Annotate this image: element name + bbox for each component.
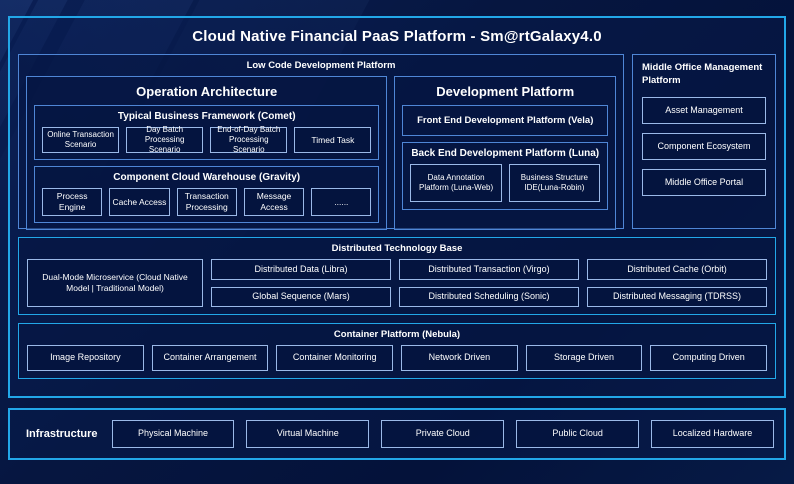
infrastructure-item-physical-machine[interactable]: Physical Machine bbox=[111, 420, 235, 448]
page-title: Cloud Native Financial PaaS Platform - S… bbox=[192, 28, 602, 45]
distributed-technology-base-title: Distributed Technology Base bbox=[331, 243, 463, 254]
dtb-item-distributed-scheduling[interactable]: Distributed Scheduling (Sonic) bbox=[399, 286, 579, 307]
operation-architecture-title: Operation Architecture bbox=[136, 84, 278, 99]
distributed-technology-base-panel: Distributed Technology Base Dual-Mode Mi… bbox=[18, 237, 776, 315]
infrastructure-frame: Infrastructure Physical Machine Virtual … bbox=[8, 408, 786, 460]
component-cloud-warehouse-title: Component Cloud Warehouse (Gravity) bbox=[113, 172, 301, 183]
back-end-item-business-structure-ide[interactable]: Business Structure IDE(Luna-Robin) bbox=[508, 164, 601, 202]
warehouse-item-more[interactable]: ...... bbox=[311, 188, 372, 216]
middle-office-title: Middle Office Management Platform bbox=[642, 62, 763, 86]
back-end-development-platform-panel: Back End Development Platform (Luna) Dat… bbox=[402, 142, 608, 210]
dtb-item-dual-mode-microservice[interactable]: Dual-Mode Microservice (Cloud Native Mod… bbox=[27, 259, 203, 307]
container-item-network-driven[interactable]: Network Driven bbox=[401, 345, 518, 371]
dtb-item-distributed-messaging[interactable]: Distributed Messaging (TDRSS) bbox=[587, 286, 767, 307]
front-end-development-platform-label: Front End Development Platform (Vela) bbox=[417, 115, 594, 126]
dtb-columns: Distributed Data (Libra) Global Sequence… bbox=[211, 259, 767, 307]
infrastructure-items: Physical Machine Virtual Machine Private… bbox=[111, 420, 774, 448]
development-platform-panel: Development Platform Front End Developme… bbox=[394, 76, 616, 230]
low-code-platform-title: Low Code Development Platform bbox=[246, 60, 396, 71]
container-platform-items: Image Repository Container Arrangement C… bbox=[19, 345, 775, 378]
top-region: Low Code Development Platform Operation … bbox=[18, 54, 776, 230]
warehouse-item-transaction-processing[interactable]: Transaction Processing bbox=[176, 188, 237, 216]
infrastructure-item-virtual-machine[interactable]: Virtual Machine bbox=[246, 420, 370, 448]
middle-office-item-asset-management[interactable]: Asset Management bbox=[642, 96, 766, 124]
component-cloud-warehouse-panel: Component Cloud Warehouse (Gravity) Proc… bbox=[34, 166, 380, 223]
typical-business-framework-items: Online Transaction Scenario Day Batch Pr… bbox=[35, 125, 378, 159]
container-platform-panel: Container Platform (Nebula) Image Reposi… bbox=[18, 323, 776, 379]
container-item-computing-driven[interactable]: Computing Driven bbox=[650, 345, 768, 371]
back-end-item-data-annotation-platform[interactable]: Data Annotation Platform (Luna-Web) bbox=[410, 164, 502, 202]
back-end-items: Data Annotation Platform (Luna-Web) Busi… bbox=[403, 164, 607, 209]
typical-business-framework-panel: Typical Business Framework (Comet) Onlin… bbox=[34, 105, 380, 160]
operation-architecture-panel: Operation Architecture Typical Business … bbox=[26, 76, 388, 230]
development-platform-title: Development Platform bbox=[436, 84, 575, 99]
middle-office-item-middle-office-portal[interactable]: Middle Office Portal bbox=[642, 168, 766, 196]
framework-item-online-transaction[interactable]: Online Transaction Scenario bbox=[42, 127, 120, 153]
infrastructure-item-private-cloud[interactable]: Private Cloud bbox=[381, 420, 505, 448]
container-item-container-arrangement[interactable]: Container Arrangement bbox=[151, 345, 269, 371]
infrastructure-item-localized-hardware[interactable]: Localized Hardware bbox=[651, 420, 774, 448]
container-platform-title: Container Platform (Nebula) bbox=[333, 329, 461, 340]
container-item-storage-driven[interactable]: Storage Driven bbox=[525, 345, 643, 371]
framework-item-timed-task[interactable]: Timed Task bbox=[294, 127, 372, 153]
framework-item-day-batch[interactable]: Day Batch Processing Scenario bbox=[126, 125, 204, 154]
framework-item-end-of-day-batch[interactable]: End-of-Day Batch Processing Scenario bbox=[210, 125, 288, 154]
infrastructure-item-public-cloud[interactable]: Public Cloud bbox=[516, 420, 640, 448]
warehouse-item-process-engine[interactable]: Process Engine bbox=[42, 188, 103, 216]
container-item-image-repository[interactable]: Image Repository bbox=[27, 345, 144, 371]
dtb-column-1: Distributed Data (Libra) Global Sequence… bbox=[211, 259, 391, 307]
back-end-development-platform-title: Back End Development Platform (Luna) bbox=[411, 148, 600, 159]
middle-office-item-component-ecosystem[interactable]: Component Ecosystem bbox=[642, 132, 766, 160]
container-item-container-monitoring[interactable]: Container Monitoring bbox=[276, 345, 394, 371]
typical-business-framework-title: Typical Business Framework (Comet) bbox=[117, 111, 296, 122]
dtb-featured-wrapper: Dual-Mode Microservice (Cloud Native Mod… bbox=[27, 259, 203, 307]
dtb-item-distributed-data[interactable]: Distributed Data (Libra) bbox=[211, 259, 391, 280]
dtb-item-global-sequence[interactable]: Global Sequence (Mars) bbox=[211, 286, 391, 307]
dtb-item-distributed-cache[interactable]: Distributed Cache (Orbit) bbox=[587, 259, 767, 280]
component-cloud-warehouse-items: Process Engine Cache Access Transaction … bbox=[35, 188, 378, 222]
front-end-development-platform-panel[interactable]: Front End Development Platform (Vela) bbox=[402, 105, 608, 136]
dtb-column-2: Distributed Transaction (Virgo) Distribu… bbox=[399, 259, 579, 307]
dtb-item-distributed-transaction[interactable]: Distributed Transaction (Virgo) bbox=[399, 259, 579, 280]
low-code-development-platform-panel: Low Code Development Platform Operation … bbox=[18, 54, 624, 230]
infrastructure-label: Infrastructure bbox=[26, 428, 98, 440]
middle-office-management-platform-panel: Middle Office Management Platform Asset … bbox=[632, 54, 776, 229]
platform-frame: Cloud Native Financial PaaS Platform - S… bbox=[8, 16, 786, 398]
dtb-column-3: Distributed Cache (Orbit) Distributed Me… bbox=[587, 259, 767, 307]
warehouse-item-message-access[interactable]: Message Access bbox=[243, 188, 305, 216]
warehouse-item-cache-access[interactable]: Cache Access bbox=[109, 188, 170, 216]
